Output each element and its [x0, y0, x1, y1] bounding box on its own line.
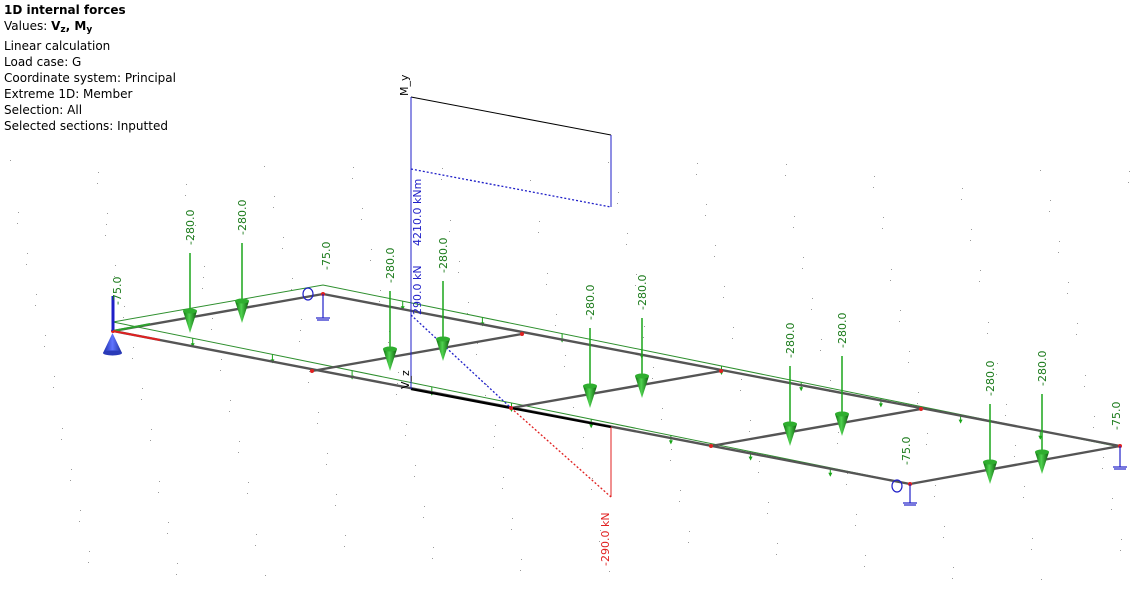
point-load-cone: [235, 301, 249, 323]
point-load-cap: [235, 298, 249, 304]
my-diagram: M_y: [398, 74, 612, 409]
point-load-cap: [1035, 449, 1049, 455]
vz-axis-label: V_z: [399, 370, 412, 389]
fixed-support: [103, 296, 161, 356]
load-outline: [112, 284, 1121, 485]
info-v-sub: z: [60, 25, 66, 35]
point-load-cap: [436, 336, 450, 342]
vz-min-value: -290.0 kN: [599, 512, 612, 566]
point-load-value: -280.0: [437, 238, 450, 273]
point-load-value: -280.0: [1036, 351, 1049, 386]
info-title: 1D internal forces: [4, 3, 126, 17]
point-load-cone: [583, 386, 597, 408]
point-load-cap: [583, 383, 597, 389]
point-load-cone: [1035, 452, 1049, 474]
support-load-value: -75.0: [900, 437, 913, 465]
support-load-value: -75.0: [320, 242, 333, 270]
point-load-cap: [383, 346, 397, 352]
point-load-value: -280.0: [636, 275, 649, 310]
point-load-cone: [783, 424, 797, 446]
info-coord: Coordinate system: Principal: [4, 71, 176, 85]
point-load-cone: [183, 311, 197, 333]
info-sections: Selected sections: Inputted: [4, 119, 168, 133]
member-right-end: [909, 444, 1121, 486]
support-loads: -75.0 -75.0 -75.0 -75.0: [111, 242, 1123, 465]
crossbeam-2: [510, 369, 722, 410]
point-loads: -280.0 -280.0 -280.0 -280.0 -280.0 -280.0 -280…: [183, 200, 1049, 484]
members: [112, 292, 1121, 486]
point-load-cap: [183, 308, 197, 314]
point-load-value: -280.0: [836, 313, 849, 348]
point-load-value: -280.0: [784, 323, 797, 358]
info-sep: ,: [65, 19, 75, 33]
info-extreme: Extreme 1D: Member: [4, 87, 133, 101]
point-load-cap: [835, 411, 849, 417]
my-max-value: 4210.0 kNm: [411, 179, 424, 246]
info-panel: 1D internal forces Values: Vz, My Linear…: [4, 2, 176, 134]
info-values: Values: Vz, My: [4, 18, 176, 38]
point-load-cap: [983, 459, 997, 465]
my-axis-label: M_y: [398, 74, 411, 96]
point-load-cone: [635, 376, 649, 398]
support-load-value: -75.0: [1110, 402, 1123, 430]
crossbeam-3: [710, 407, 922, 448]
pinned-supports: [302, 287, 1127, 506]
crossbeam-1: [311, 332, 523, 373]
info-v-letter: V: [51, 19, 61, 33]
info-m-sub: y: [86, 25, 93, 35]
point-load-value: -280.0: [184, 210, 197, 245]
vz-diagram: V_z: [399, 370, 612, 498]
info-calc: Linear calculation: [4, 39, 111, 53]
point-load-value: -280.0: [384, 248, 397, 283]
point-load-cap: [635, 373, 649, 379]
info-values-prefix: Values:: [4, 19, 52, 33]
point-load-cone: [983, 462, 997, 484]
point-load-cone: [835, 414, 849, 436]
info-selection: Selection: All: [4, 103, 83, 117]
point-load-cone: [383, 349, 397, 371]
point-load-value: -280.0: [984, 361, 997, 396]
point-load-value: -280.0: [584, 285, 597, 320]
info-m-letter: M: [74, 19, 87, 33]
point-load-cone: [436, 339, 450, 361]
point-load-value: -280.0: [236, 200, 249, 235]
support-load-value: -75.0: [111, 277, 124, 305]
point-load-cap: [783, 421, 797, 427]
info-load-case: Load case: G: [4, 55, 82, 69]
vz-max-value: 290.0 kN: [411, 265, 424, 315]
grid-dots: [10, 160, 1130, 580]
